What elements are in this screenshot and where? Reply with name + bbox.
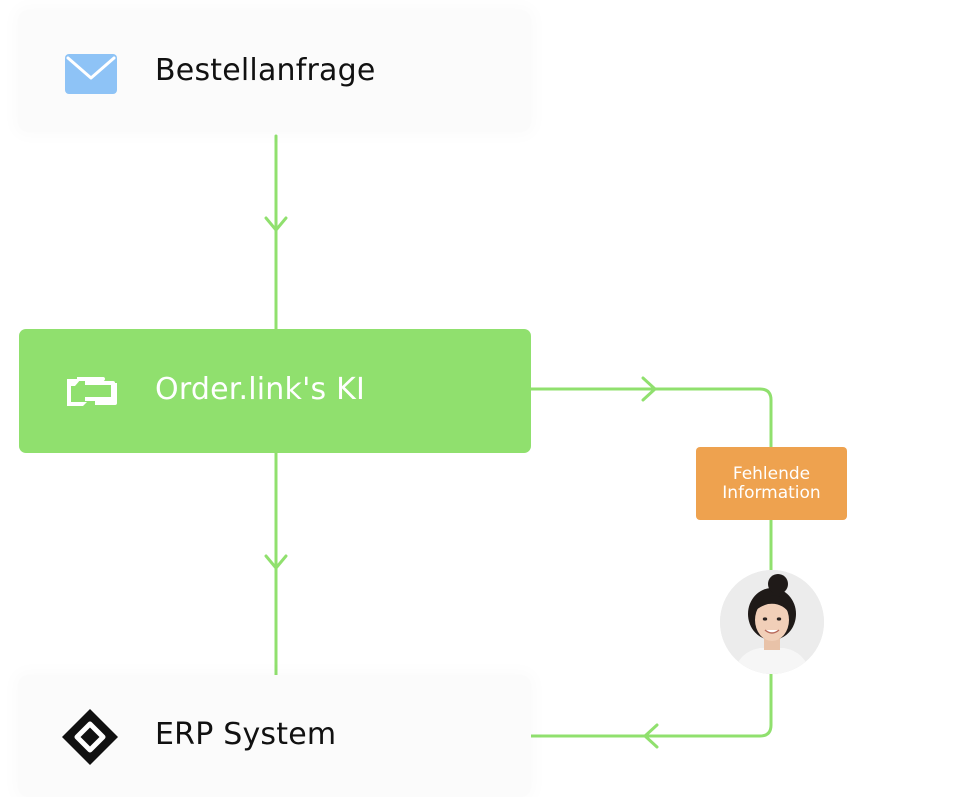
arrow-down-1 — [264, 216, 288, 232]
erp-node: ERP System — [18, 675, 531, 797]
missing-information-line1: Fehlende — [732, 463, 811, 484]
erp-diamond-icon — [62, 709, 118, 765]
connector-ai-to-missing-info — [529, 387, 773, 449]
arrow-right — [641, 376, 657, 402]
ai-label: Order.link's KI — [155, 372, 366, 407]
connector-avatar-to-erp — [529, 672, 773, 738]
orderlink-logo-icon — [67, 377, 117, 406]
person-avatar — [720, 570, 824, 674]
envelope-icon — [65, 54, 117, 94]
person-avatar-illustration — [720, 570, 824, 674]
request-node: Bestellanfrage — [18, 10, 531, 132]
arrow-left — [643, 723, 659, 749]
request-label: Bestellanfrage — [155, 53, 376, 88]
missing-information-badge: Fehlende Information — [696, 447, 847, 520]
arrow-down-2 — [264, 554, 288, 570]
erp-label: ERP System — [155, 717, 337, 752]
missing-information-line2: Information — [722, 482, 821, 503]
ai-node: Order.link's KI — [19, 329, 531, 453]
